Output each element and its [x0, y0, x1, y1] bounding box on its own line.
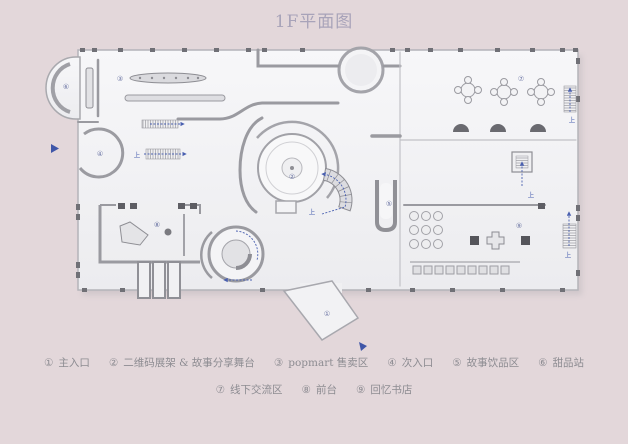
bookstore-area: 上 ⑨: [409, 203, 577, 275]
legend-row: ① 主入口 ② 二维码展架 & 故事分享舞台 ③ popmart 售卖区 ④ 次入口 ⑤…: [0, 356, 628, 370]
marker-popmart: ③: [117, 75, 123, 83]
dessert-station: ⑥: [50, 62, 94, 114]
side-entrance-arrow-icon: [51, 144, 59, 153]
legend-label: popmart 售卖区: [288, 357, 369, 369]
legend-number: ⑨: [355, 384, 366, 396]
legend-item: ⑨ 回忆书店: [356, 383, 412, 397]
reception-area: ⑧: [98, 203, 201, 299]
legend-label: 回忆书店: [370, 384, 413, 396]
legend-item: ⑦ 线下交流区: [216, 383, 283, 397]
legend-number: ④: [387, 357, 397, 369]
lounge-area: 上 上 ⑦: [453, 75, 577, 199]
story-stage: ②: [256, 120, 340, 214]
side-entrance: ④ 上: [51, 119, 187, 179]
legend-item: ④ 次入口: [387, 356, 433, 370]
legend-label: 甜品站: [552, 357, 585, 369]
marker-stage: ②: [289, 173, 295, 181]
marker-drinks: ⑤: [386, 200, 392, 208]
round-table: [490, 78, 518, 106]
legend-item: ③ popmart 售卖区: [274, 356, 368, 370]
stair-up-label: 上: [565, 250, 572, 259]
stair-up-label: 上: [528, 190, 535, 199]
drinks-counter: ⑤: [375, 180, 397, 233]
main-entrance: ①: [324, 310, 367, 351]
legend-label: 次入口: [401, 357, 434, 369]
arch-seats: [453, 124, 546, 132]
stair-arrow-icon: [321, 172, 347, 215]
marker-main-entrance: ①: [324, 310, 330, 318]
round-table: [527, 78, 555, 106]
spiral-stair: 上: [309, 167, 353, 216]
reception-counter: [119, 221, 149, 246]
popmart-area: ③: [117, 72, 226, 102]
legend-item: ⑧ 前台: [302, 383, 337, 397]
legend-label: 二维码展架 & 故事分享舞台: [123, 357, 255, 369]
legend-number: ⑤: [452, 357, 462, 369]
legend-number: ⑦: [215, 384, 226, 396]
legend-number: ②: [108, 357, 119, 369]
main-entrance-vestibule: [282, 280, 360, 341]
legend-label: 线下交流区: [230, 384, 283, 396]
legend-number: ③: [273, 357, 284, 369]
interior-walls: [77, 48, 577, 287]
wall-marks: [76, 48, 580, 292]
legend-number: ①: [43, 357, 54, 369]
stalls: [137, 261, 181, 299]
legend-row: ⑦ 线下交流区 ⑧ 前台 ⑨ 回忆书店: [0, 383, 628, 397]
legend-label: 主入口: [58, 357, 90, 369]
marker-side-entrance: ④: [97, 150, 103, 158]
round-table: [454, 76, 482, 104]
legend-item: ⑤ 故事饮品区: [452, 356, 519, 370]
stair-up-label: 上: [309, 207, 316, 216]
bench: [124, 94, 226, 102]
marker-reception: ⑧: [154, 221, 160, 229]
stair-up-label: 上: [134, 150, 141, 159]
legend-number: ⑧: [301, 384, 311, 396]
dessert-semicircle: [45, 56, 81, 120]
legend-number: ⑥: [538, 357, 548, 369]
display-stand: [486, 231, 505, 250]
marker-bookstore: ⑨: [516, 222, 522, 230]
marker-lounge: ⑦: [518, 75, 524, 83]
legend-item: ① 主入口: [44, 356, 90, 370]
spiral-stair-lower: [200, 225, 265, 283]
legend-label: 前台: [315, 384, 337, 396]
marker-dessert: ⑥: [63, 83, 69, 91]
legend-item: ⑥ 甜品站: [538, 356, 584, 370]
legend-label: 故事饮品区: [466, 357, 520, 369]
stair-up-label: 上: [569, 115, 576, 124]
main-entrance-arrow-icon: [359, 342, 367, 351]
bookshelves: [412, 265, 510, 275]
page-title: 1F平面图: [274, 12, 354, 32]
book-tables: [409, 211, 443, 249]
legend-item: ② 二维码展架 & 故事分享舞台: [109, 356, 255, 370]
stair: [562, 223, 577, 249]
